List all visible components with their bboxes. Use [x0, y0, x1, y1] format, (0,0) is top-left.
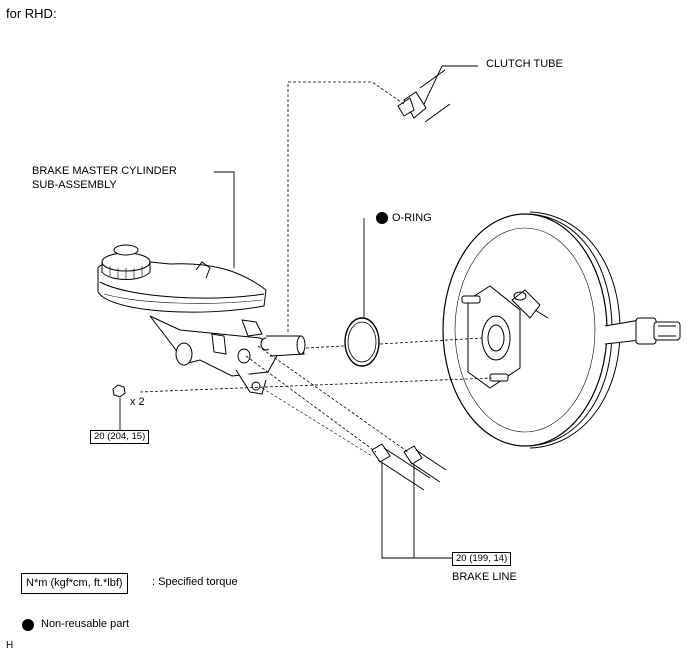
torque-legend-box: N*m (kgf*cm, ft.*lbf) — [21, 573, 128, 594]
non-reusable-legend-text: Non-reusable part — [41, 618, 130, 630]
brake-line-fittings — [371, 443, 447, 491]
brake-line-torque-box: 20 (199, 14) — [452, 552, 512, 566]
brake-booster — [442, 211, 681, 449]
clutch-tube-part — [397, 69, 451, 123]
master-cylinder-label-line1: BRAKE MASTER CYLINDER — [32, 165, 177, 177]
master-cylinder-label-line2: SUB-ASSEMBLY — [32, 179, 117, 191]
nut-torque-box: 20 (204, 15) — [90, 430, 150, 444]
filled-circle-icon — [22, 619, 34, 631]
nut-part — [112, 384, 126, 398]
assembly-lines — [139, 81, 493, 457]
torque-legend-text: : Specified torque — [152, 576, 238, 588]
o-ring-label: O-RING — [392, 212, 432, 224]
brake-master-cylinder — [97, 244, 306, 395]
leader-lines — [119, 65, 478, 559]
non-reusable-marker-icon — [376, 212, 388, 224]
brake-line-label: BRAKE LINE — [452, 571, 517, 583]
page-title: for RHD: — [6, 6, 57, 21]
o-ring-part — [344, 317, 380, 367]
clutch-tube-label: CLUTCH TUBE — [486, 58, 563, 70]
figure-code: H — [6, 640, 14, 651]
nut-quantity-label: x 2 — [130, 396, 145, 408]
